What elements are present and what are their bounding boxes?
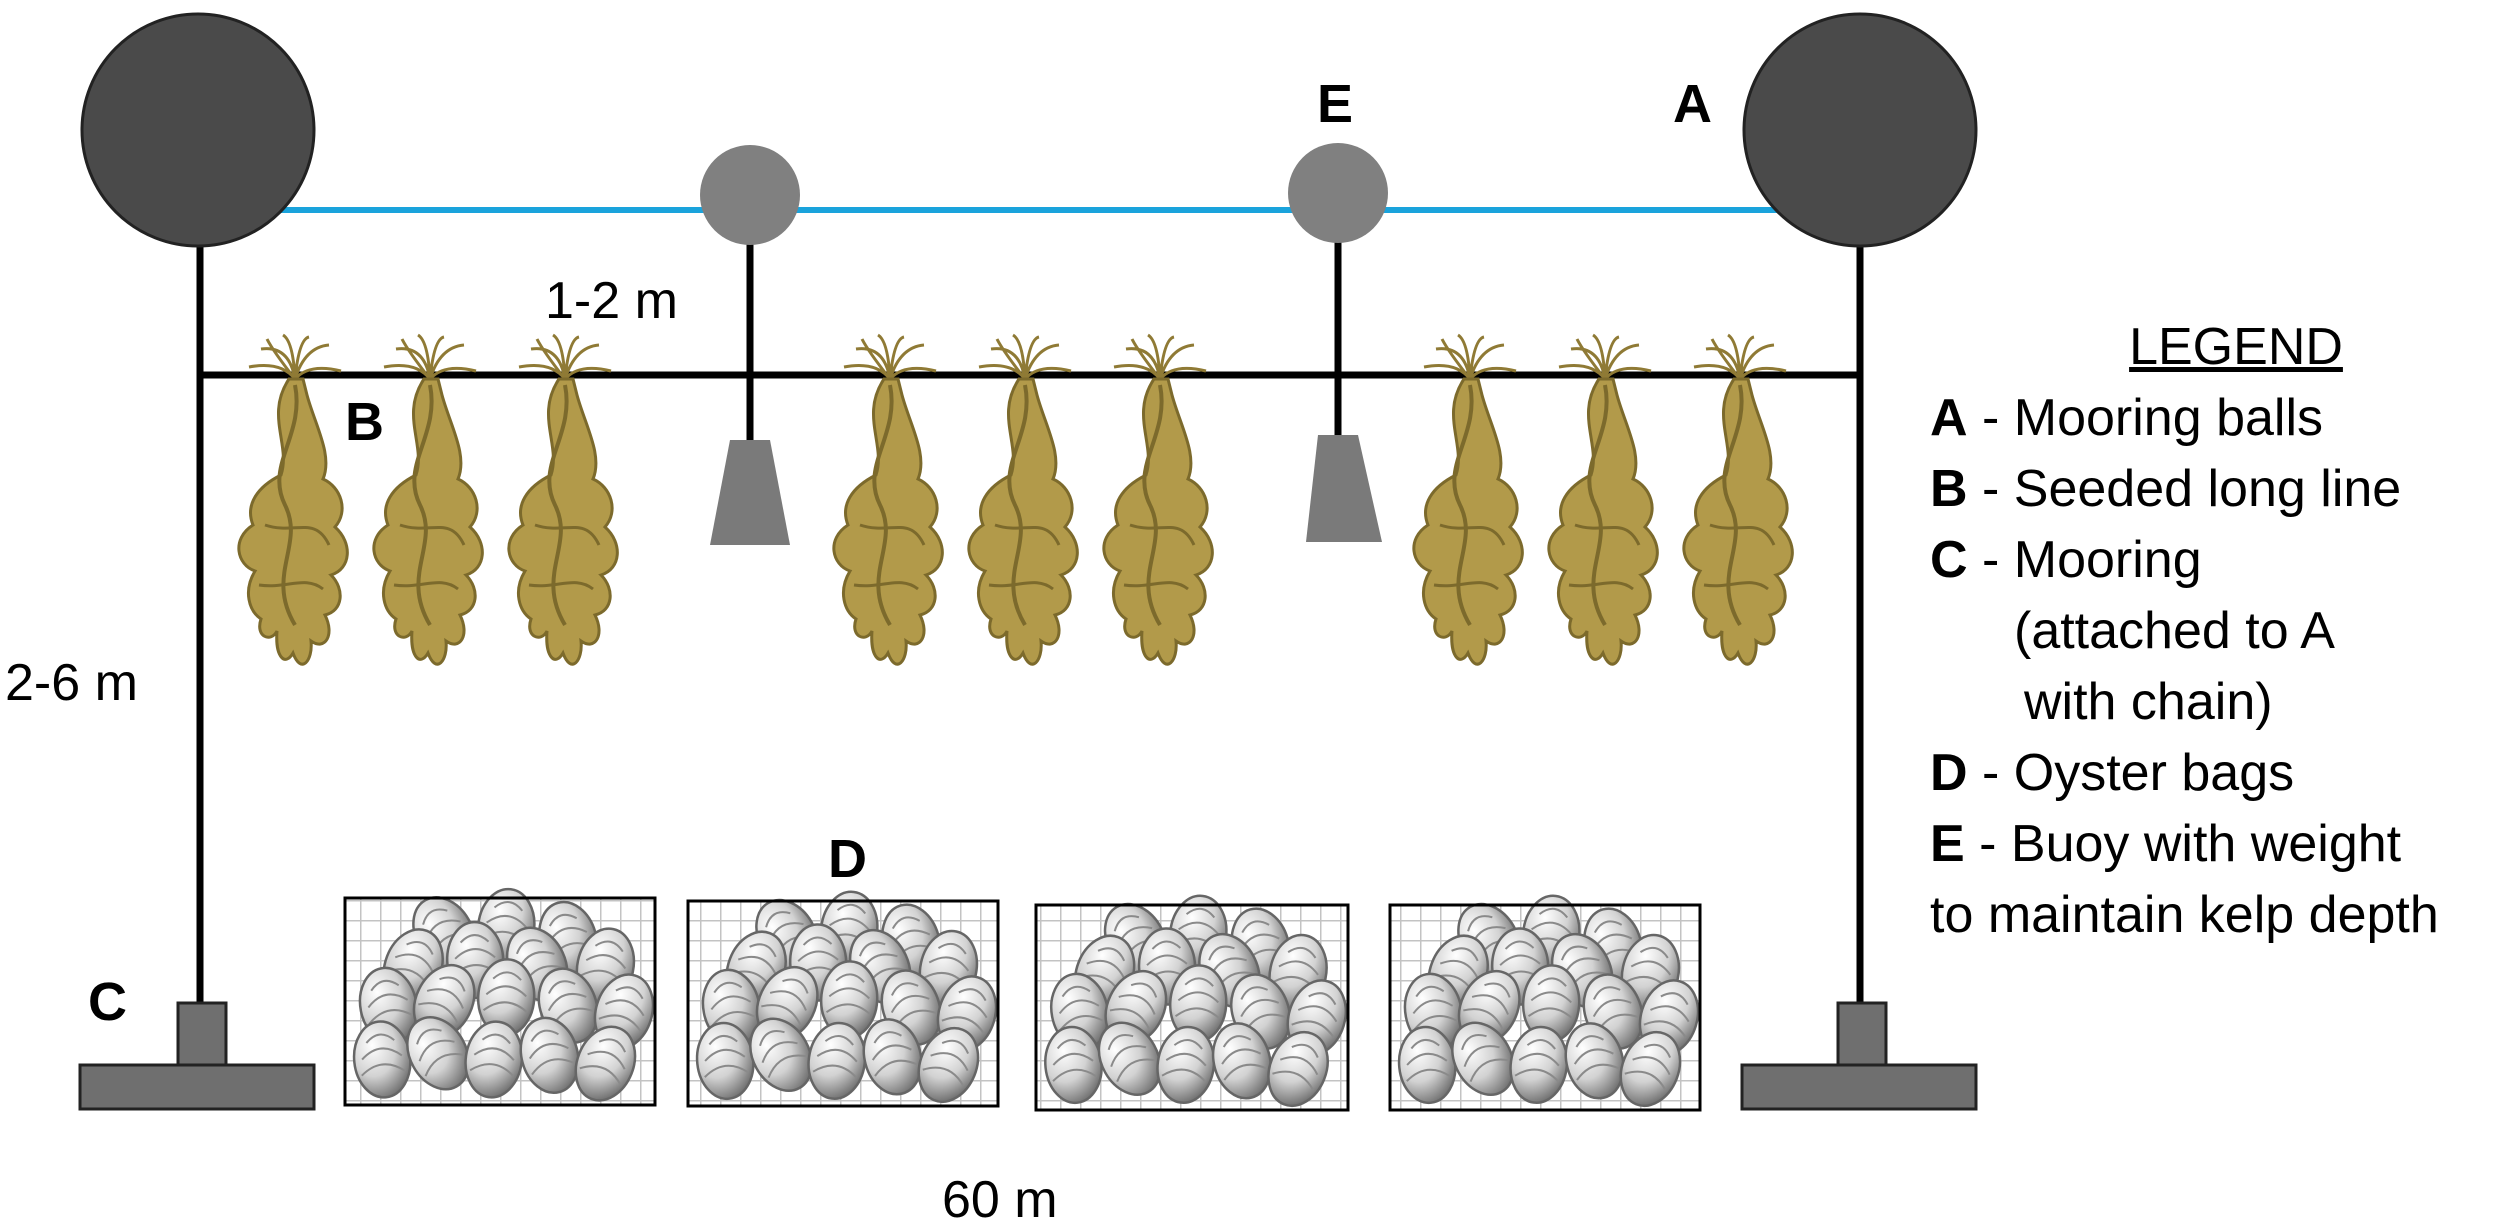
label-E: E (1317, 74, 1353, 134)
mooring-base-right (1740, 1063, 1978, 1111)
kelp-7 (1411, 333, 1525, 667)
label-A: A (1673, 74, 1712, 134)
legend-title: LEGEND (2129, 318, 2343, 376)
legend-item-C-detail-1: (attached to A (2014, 602, 2335, 660)
kelp-1 (236, 333, 350, 667)
buoy-1 (700, 145, 800, 245)
mooring-ball-right (1742, 12, 1978, 248)
buoy-weight-1 (710, 440, 790, 545)
legend-item-C-detail-2: with chain) (2024, 673, 2273, 731)
oyster-bag-4 (1388, 891, 1709, 1116)
buoy-weight-2 (1306, 435, 1382, 542)
legend-item-A: A - Mooring balls (1930, 389, 2324, 447)
kelp-4 (831, 333, 945, 667)
mooring-block-right (1836, 1001, 1888, 1067)
kelp-3 (506, 333, 620, 667)
mooring-base-left (78, 1063, 316, 1111)
width-label: 60 m (942, 1171, 1058, 1227)
legend-item-C: C - Mooring (1930, 531, 2202, 589)
label-D: D (828, 829, 867, 889)
legend-item-B: B - Seeded long line (1930, 460, 2402, 518)
legend-item-E: E - Buoy with weight (1930, 815, 2402, 873)
mooring-ball-left (80, 12, 316, 248)
oyster-bag-3 (1034, 891, 1356, 1116)
mooring-block-left (176, 1001, 228, 1067)
kelp-5 (966, 333, 1080, 667)
legend-item-E-detail: to maintain kelp depth (1930, 886, 2439, 944)
depth-label-top: 1-2 m (545, 272, 678, 330)
depth-label-side: 2-6 m (5, 654, 138, 712)
label-C: C (88, 972, 127, 1032)
oyster-bag-1 (343, 884, 664, 1111)
kelp-9 (1681, 333, 1795, 667)
kelp-6 (1101, 333, 1215, 667)
legend: LEGEND A - Mooring balls B - Seeded long… (1930, 312, 2490, 951)
label-B: B (345, 392, 384, 452)
legend-item-D: D - Oyster bags (1930, 744, 2295, 802)
kelp-8 (1546, 333, 1660, 667)
kelp-2 (371, 333, 485, 667)
buoy-2 (1288, 143, 1388, 243)
oyster-bag-2 (686, 887, 1007, 1112)
